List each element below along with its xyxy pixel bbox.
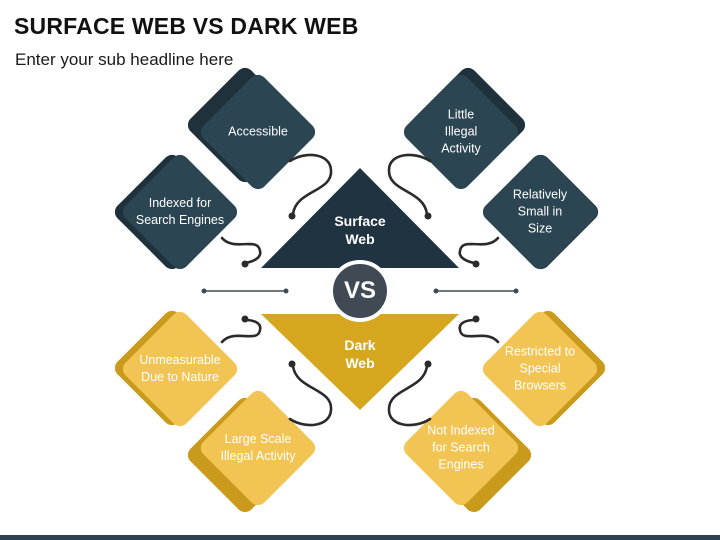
diamond-restricted bbox=[482, 311, 598, 427]
connector-restricted bbox=[458, 318, 500, 344]
connector-large-scale bbox=[288, 364, 333, 427]
connector-accessible-dot bbox=[288, 212, 296, 220]
item-relatively-small-in-size: Relatively Small in Size bbox=[512, 187, 568, 236]
connector-accessible bbox=[288, 153, 333, 216]
diamond-unmeasurable bbox=[122, 311, 238, 427]
diamond-large-scale bbox=[200, 390, 316, 506]
item-unmeasurable-due-to-nature: Unmeasurable Due to Nature bbox=[139, 353, 221, 384]
separator-right-dot-a bbox=[433, 288, 439, 294]
connector-restricted-dot bbox=[472, 315, 480, 323]
diamond-illegal bbox=[403, 74, 519, 190]
connector-illegal-dot bbox=[424, 212, 432, 220]
connector-not-indexed-dot bbox=[424, 360, 432, 368]
connector-unmeasurable-dot bbox=[241, 315, 249, 323]
item-not-indexed-for-search-engines: Not Indexed for Search Engines bbox=[427, 423, 495, 472]
connector-indexed bbox=[220, 236, 262, 265]
separator-left-dot-a bbox=[201, 288, 207, 294]
item-indexed-for-search-engines: Indexed for Search Engines bbox=[135, 196, 225, 227]
diamond-not-indexed bbox=[403, 390, 519, 506]
connector-small-dot bbox=[472, 260, 480, 268]
surface-web-triangle bbox=[261, 168, 459, 268]
item-restricted-to-special-browsers: Restricted to Special Browsers bbox=[504, 344, 576, 393]
item-accessible: Accessible bbox=[228, 124, 288, 139]
connector-illegal bbox=[387, 153, 432, 216]
surface-diamonds bbox=[122, 74, 598, 270]
vs-circle bbox=[329, 260, 391, 322]
separator-lines bbox=[201, 288, 519, 294]
item-large-scale-illegal-activity: Large Scale Illegal Activity bbox=[220, 432, 296, 463]
page-subtitle: Enter your sub headline here bbox=[15, 50, 234, 69]
bottom-bar bbox=[0, 535, 720, 540]
separator-right-dot-b bbox=[513, 288, 519, 294]
surface-web-label: Surface Web bbox=[334, 213, 386, 247]
vs-label: VS bbox=[343, 277, 376, 304]
connector-unmeasurable bbox=[220, 318, 262, 344]
diamond-accessible bbox=[200, 74, 316, 190]
dark-web-triangle bbox=[261, 314, 459, 410]
separator-left-dot-b bbox=[283, 288, 289, 294]
connector-indexed-dot bbox=[241, 260, 249, 268]
diamond-small bbox=[482, 154, 598, 270]
diamond-indexed bbox=[122, 154, 238, 270]
connector-large-scale-dot bbox=[288, 360, 296, 368]
page-title: SURFACE WEB VS DARK WEB bbox=[14, 13, 359, 39]
dark-web-label: Dark Web bbox=[344, 337, 376, 371]
connectors bbox=[220, 153, 500, 427]
connector-small bbox=[458, 236, 500, 265]
dark-diamonds bbox=[122, 311, 598, 506]
item-little-illegal-activity: Little Illegal Activity bbox=[441, 107, 481, 156]
connector-not-indexed bbox=[387, 364, 432, 427]
